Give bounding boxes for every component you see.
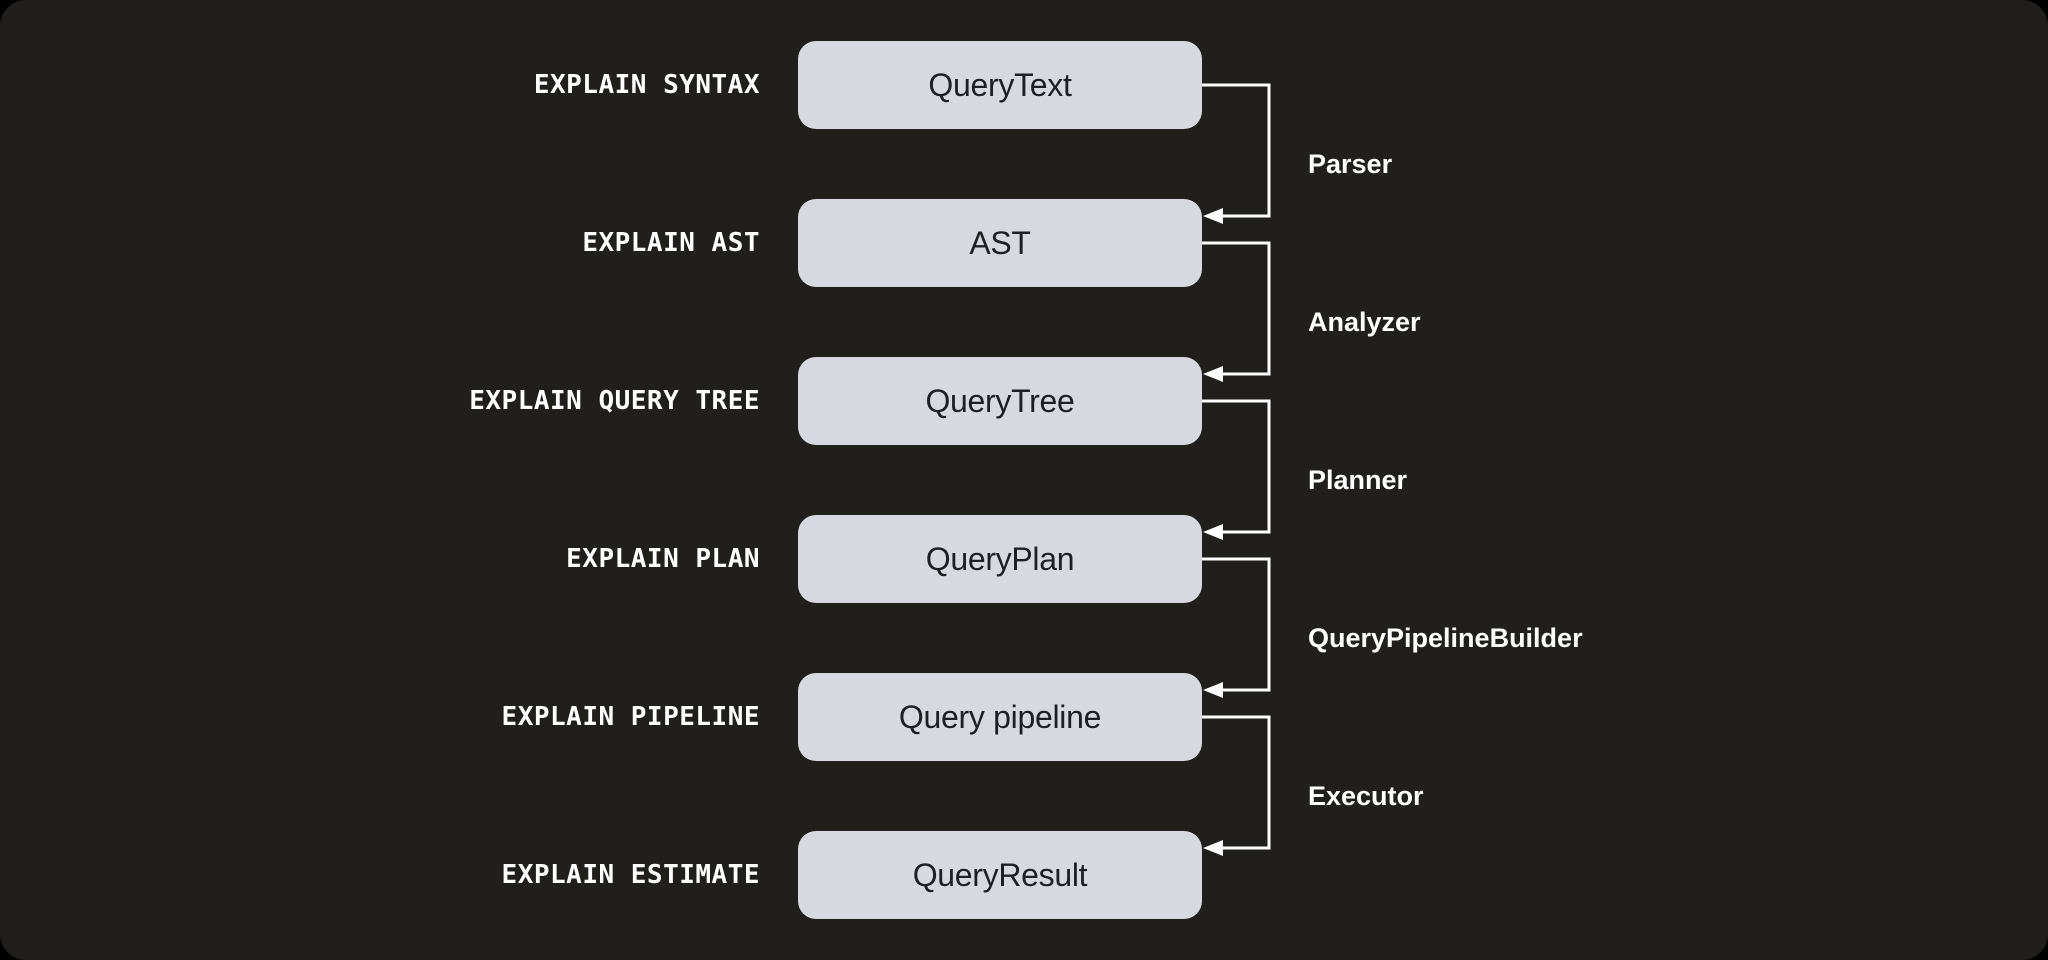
- connector-arrowhead-parser: [1203, 208, 1223, 224]
- connector-line-parser: [1202, 83, 1271, 218]
- stage-label-planner: Planner: [1308, 465, 1408, 495]
- explain-label-plan: EXPLAIN PLAN: [566, 544, 760, 574]
- stage-label-query-pipeline-builder: QueryPipelineBuilder: [1308, 623, 1583, 653]
- explain-label-ast: EXPLAIN AST: [582, 228, 760, 258]
- box-ast: AST: [798, 199, 1202, 287]
- explain-label-pipeline: EXPLAIN PIPELINE: [501, 702, 760, 732]
- connector-line-planner: [1202, 399, 1271, 534]
- connector-arrowhead-query-pipeline-builder: [1203, 682, 1223, 698]
- connector-arrowhead-analyzer: [1203, 366, 1223, 382]
- stage-label-analyzer: Analyzer: [1308, 307, 1421, 337]
- stage-label-executor: Executor: [1308, 781, 1424, 811]
- explain-label-syntax: EXPLAIN SYNTAX: [533, 70, 760, 100]
- connector-arrowhead-planner: [1203, 524, 1223, 540]
- box-query-plan: QueryPlan: [798, 515, 1202, 603]
- box-query-text: QueryText: [798, 41, 1202, 129]
- explain-label-estimate: EXPLAIN ESTIMATE: [501, 860, 760, 890]
- stage-label-parser: Parser: [1308, 149, 1393, 179]
- box-query-result: QueryResult: [798, 831, 1202, 919]
- connector-line-query-pipeline-builder: [1202, 557, 1271, 692]
- box-query-tree: QueryTree: [798, 357, 1202, 445]
- connector-arrowhead-executor: [1203, 840, 1223, 856]
- box-query-pipeline: Query pipeline: [798, 673, 1202, 761]
- connector-line-executor: [1202, 715, 1271, 850]
- connector-line-analyzer: [1202, 241, 1271, 376]
- explain-label-query-tree: EXPLAIN QUERY TREE: [469, 386, 760, 416]
